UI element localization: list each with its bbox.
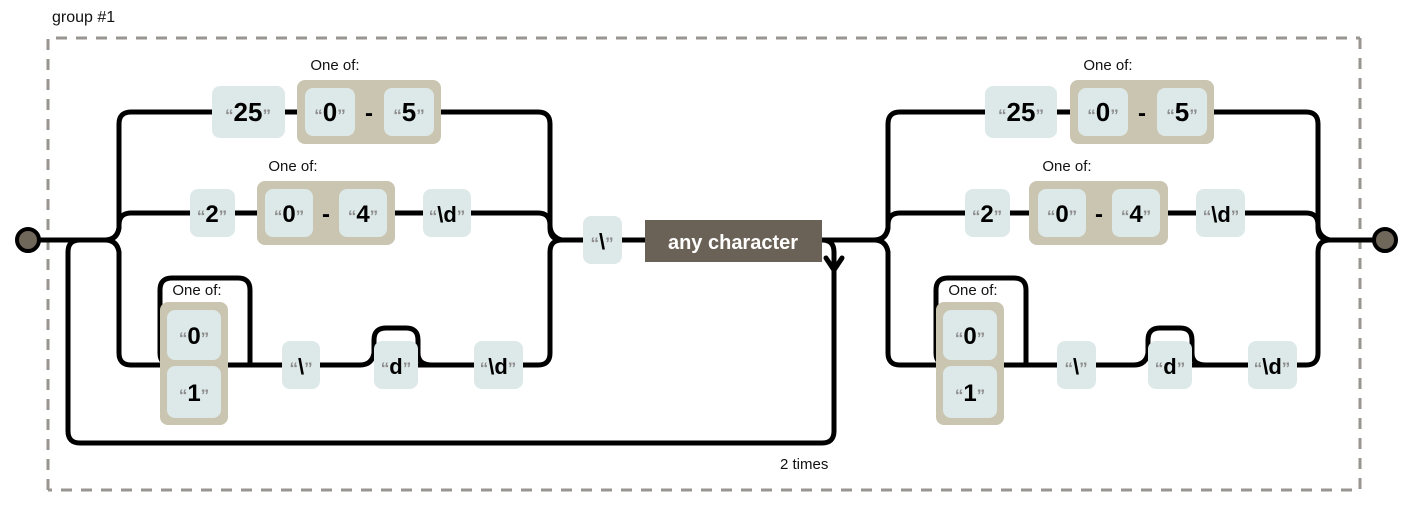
- range-dash-r1: -: [1138, 100, 1146, 127]
- loop-count-label: 2 times: [780, 456, 828, 473]
- token-d-right: “d”: [1155, 354, 1185, 379]
- loop-arrowhead-icon: [823, 255, 845, 273]
- range-dash-l1: -: [365, 100, 373, 127]
- rail-r-b2-merge: [1242, 210, 1333, 243]
- any-character-box[interactable]: [645, 220, 822, 262]
- token-digit-right1: “\d”: [1203, 202, 1240, 227]
- token-2-right: “2”: [972, 201, 1002, 228]
- group-border-right-bottom: [48, 38, 1362, 492]
- range-dash-r2: -: [1095, 201, 1103, 228]
- literal-box-0-right2[interactable]: [1038, 189, 1086, 237]
- literal-box-1-right[interactable]: [943, 366, 997, 418]
- literal-box-5-right[interactable]: [1157, 88, 1207, 136]
- range-dash-l2: -: [322, 201, 330, 228]
- token-5-right: “5”: [1166, 97, 1197, 127]
- rail-right-split-b3: [871, 237, 1029, 368]
- rail-l-b2-merge: [468, 210, 565, 243]
- token-25-right: “25”: [998, 97, 1044, 127]
- end-node: [1372, 227, 1398, 253]
- literal-box-1-left[interactable]: [167, 366, 221, 418]
- literal-box-digit-left1[interactable]: [423, 189, 471, 237]
- rail-l-b3-merge: [520, 237, 565, 368]
- literal-box-0-right1[interactable]: [1078, 88, 1128, 136]
- token-0-left1: “0”: [314, 97, 345, 127]
- start-node: [15, 227, 41, 253]
- token-digit-left1: “\d”: [429, 202, 466, 227]
- oneof-label-r1: One of:: [1083, 57, 1132, 74]
- literal-box-2-left[interactable]: [190, 189, 235, 237]
- rail-loopback-2times: [65, 237, 837, 446]
- token-backslash-right: “\”: [1064, 354, 1087, 379]
- rail-r-b3-merge: [1294, 237, 1333, 368]
- literal-box-backslash-main[interactable]: [583, 216, 622, 264]
- token-4-right: “4”: [1121, 201, 1151, 228]
- token-digit-right2: “\d”: [1254, 354, 1291, 379]
- token-digit-left2: “\d”: [480, 354, 517, 379]
- oneof-label-l1: One of:: [310, 57, 359, 74]
- literal-box-0-right3[interactable]: [943, 310, 997, 360]
- literal-box-digit-right2[interactable]: [1248, 341, 1297, 389]
- token-backslash-left: “\”: [289, 354, 312, 379]
- literal-box-backslash-left[interactable]: [282, 341, 320, 389]
- token-0-left3: “0”: [179, 323, 209, 350]
- literal-box-backslash-right[interactable]: [1057, 341, 1096, 389]
- literal-box-digit-left2[interactable]: [474, 341, 523, 389]
- literal-box-d-left[interactable]: [374, 341, 418, 389]
- literal-box-2-right[interactable]: [965, 189, 1010, 237]
- oneof-label-r3: One of:: [948, 282, 997, 299]
- token-1-left: “1”: [179, 380, 209, 407]
- literal-box-5-left[interactable]: [384, 88, 434, 136]
- token-0-right2: “0”: [1047, 201, 1077, 228]
- group-label: group #1: [52, 9, 115, 26]
- token-25-left: “25”: [225, 97, 271, 127]
- oneof-label-l2: One of:: [268, 158, 317, 175]
- token-0-left2: “0”: [274, 201, 304, 228]
- oneof-label-l3: One of:: [172, 282, 221, 299]
- literal-box-0-left3[interactable]: [167, 310, 221, 360]
- literal-box-4-right[interactable]: [1112, 189, 1160, 237]
- oneof-label-r2: One of:: [1042, 158, 1091, 175]
- group-border-left-top: [46, 36, 1360, 490]
- rail-l-b3-optional-arc: [357, 325, 435, 368]
- literal-box-0-left2[interactable]: [265, 189, 313, 237]
- literal-box-digit-right1[interactable]: [1196, 189, 1245, 237]
- any-character-label: any character: [668, 232, 798, 254]
- token-4-left: “4”: [348, 201, 378, 228]
- token-0-right1: “0”: [1087, 97, 1118, 127]
- token-5-left: “5”: [393, 97, 424, 127]
- rail-left-split-b3: [102, 237, 253, 368]
- rail-r-b3-optional-arc: [1131, 325, 1209, 368]
- token-d-left: “d”: [381, 354, 411, 379]
- rail-right-split-b2: [871, 210, 968, 243]
- token-0-right3: “0”: [955, 323, 985, 350]
- literal-box-4-left[interactable]: [339, 189, 387, 237]
- literal-box-25-right[interactable]: [985, 86, 1057, 138]
- token-1-right: “1”: [955, 380, 985, 407]
- literal-box-d-right[interactable]: [1148, 341, 1192, 389]
- literal-box-0-left1[interactable]: [305, 88, 355, 136]
- token-2-left: “2”: [197, 201, 227, 228]
- token-backslash-main: “\”: [590, 229, 613, 254]
- literal-box-25-left[interactable]: [212, 86, 285, 138]
